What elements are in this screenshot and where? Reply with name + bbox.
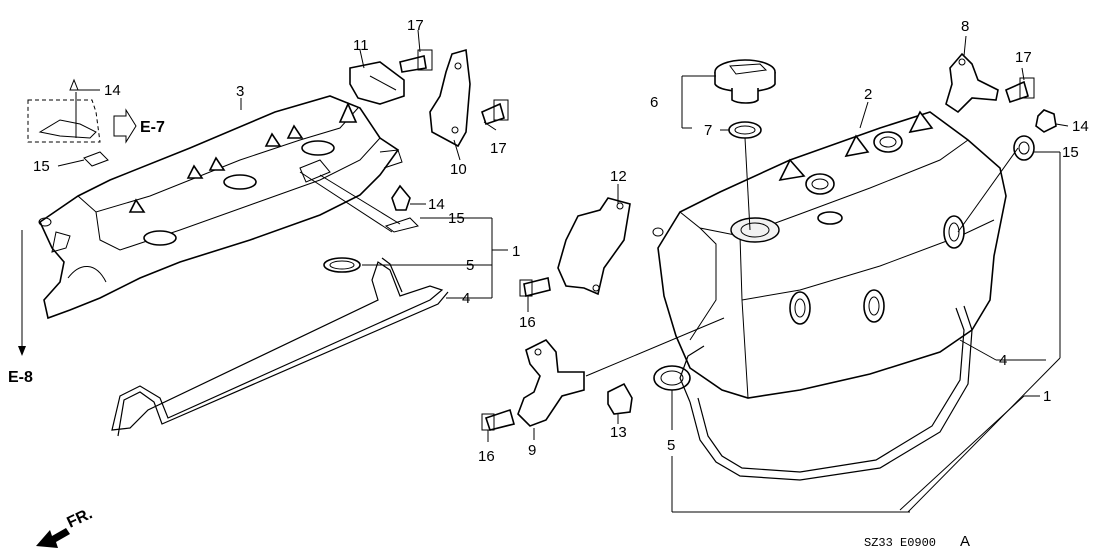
oil-filler-cap-6 <box>714 59 776 104</box>
callout-labels: 3 11 17 17 10 14 15 E-7 E-8 14 15 1 5 4 … <box>8 17 1089 465</box>
ref-e8: E-8 <box>8 369 33 386</box>
bolt-17-mid <box>481 99 509 126</box>
callout-14-midleft: 14 <box>428 196 445 213</box>
seal-7 <box>728 121 762 139</box>
seal-5-left <box>323 257 361 273</box>
callout-4-right: 4 <box>999 352 1007 369</box>
front-label: FR. <box>65 505 96 531</box>
callout-1-left: 1 <box>512 243 520 260</box>
callout-5-left: 5 <box>466 257 474 274</box>
washer-15-right <box>1013 135 1035 161</box>
bracket-10 <box>429 48 471 148</box>
cylinder-head-cover-right <box>652 110 1007 399</box>
callout-2: 2 <box>864 86 872 103</box>
callout-3: 3 <box>236 83 244 100</box>
callout-12: 12 <box>610 168 627 185</box>
callout-6: 6 <box>650 94 658 111</box>
callout-13: 13 <box>610 424 627 441</box>
callout-1-right: 1 <box>1043 388 1051 405</box>
inset-detail-e7 <box>27 78 137 144</box>
callout-9: 9 <box>528 442 536 459</box>
leader-lines <box>18 29 1069 513</box>
callout-15-topleft: 15 <box>33 158 50 175</box>
front-direction-arrow: FR. <box>36 505 95 548</box>
bolt-17-left <box>399 49 433 73</box>
seal-5-right <box>653 365 691 391</box>
callout-8: 8 <box>961 18 969 35</box>
grommet-14-15-left-top <box>83 151 109 167</box>
grommet-14-15-left <box>384 184 419 233</box>
callout-17-left: 17 <box>407 17 424 34</box>
bracket-12 <box>557 197 631 296</box>
clip-13 <box>607 382 633 415</box>
callout-11: 11 <box>353 37 369 54</box>
diagram-footer: SZ33 E0900 A <box>864 533 970 550</box>
callout-10: 10 <box>450 161 467 178</box>
callout-16-top: 16 <box>519 314 536 331</box>
bolt-16-top <box>519 277 551 297</box>
callout-4-left: 4 <box>462 290 470 307</box>
gasket-4-left <box>111 257 449 437</box>
bracket-11 <box>349 61 405 105</box>
callout-7: 7 <box>704 122 712 139</box>
ref-e7: E-7 <box>140 119 165 136</box>
cylinder-head-cover-left <box>38 95 403 320</box>
callout-14-topleft: 14 <box>104 82 121 99</box>
callout-14-right: 14 <box>1072 118 1089 135</box>
callout-15-right: 15 <box>1062 144 1079 161</box>
callout-17-right: 17 <box>1015 49 1032 66</box>
callout-15-midleft: 15 <box>448 210 465 227</box>
callout-5-right: 5 <box>667 437 675 454</box>
bracket-8 <box>945 52 999 114</box>
callout-17-mid: 17 <box>490 140 507 157</box>
bolt-17-right <box>1005 77 1035 104</box>
callout-16-bottom: 16 <box>478 448 495 465</box>
footer-suffix: A <box>960 533 970 550</box>
bracket-9 <box>517 339 585 427</box>
footer-code: SZ33 E0900 <box>864 536 936 550</box>
gasket-4-right <box>679 305 973 481</box>
grommet-14-right <box>1035 109 1057 133</box>
bolt-16-bottom <box>481 408 515 431</box>
